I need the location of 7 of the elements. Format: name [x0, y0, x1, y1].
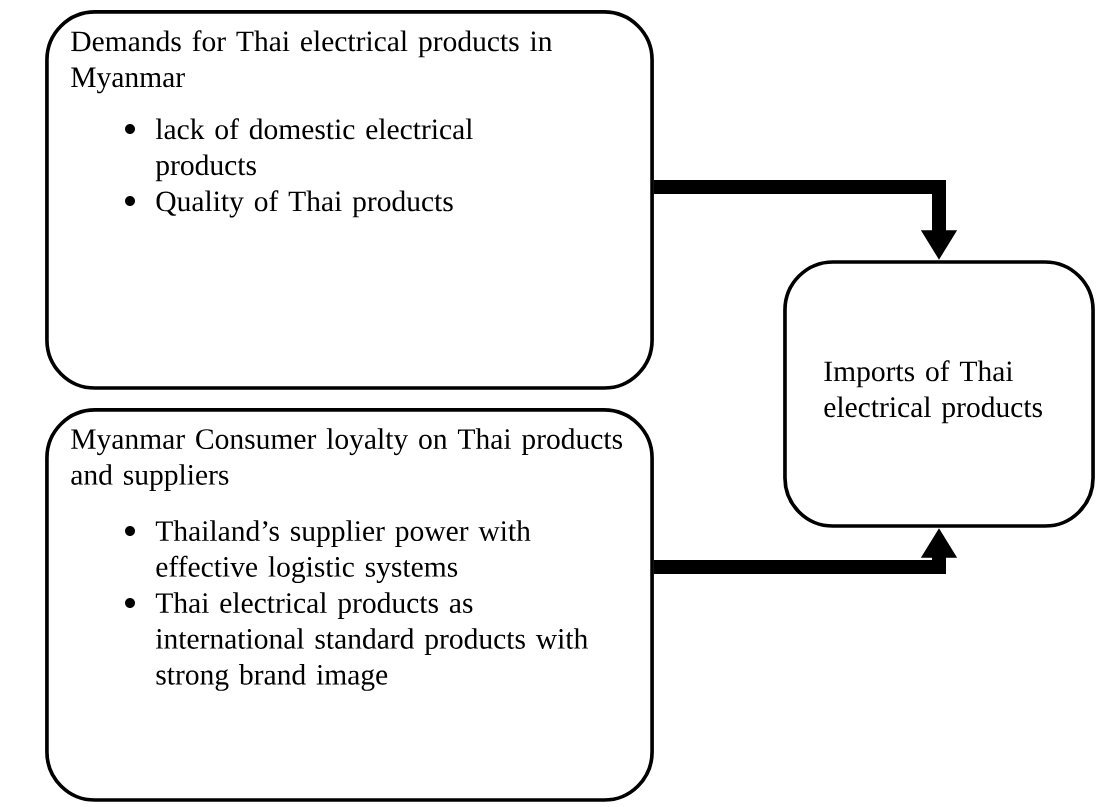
bullet-text: lack of domestic electrical products — [155, 118, 473, 182]
box-heading: Myanmar Consumer loyalty on Thai products and suppliers — [71, 428, 623, 491]
bullet-text: Thailand’s supplier power with effective logistic systems — [155, 520, 531, 583]
box-heading: Demands for Thai electrical products in Myanmar — [71, 30, 553, 94]
box-text: Imports of Thai electrical products — [824, 360, 1042, 424]
bullet-text: Quality of Thai products — [156, 190, 453, 218]
bullet-text: Thai electrical products as international standard products with strong brand image — [155, 592, 588, 691]
